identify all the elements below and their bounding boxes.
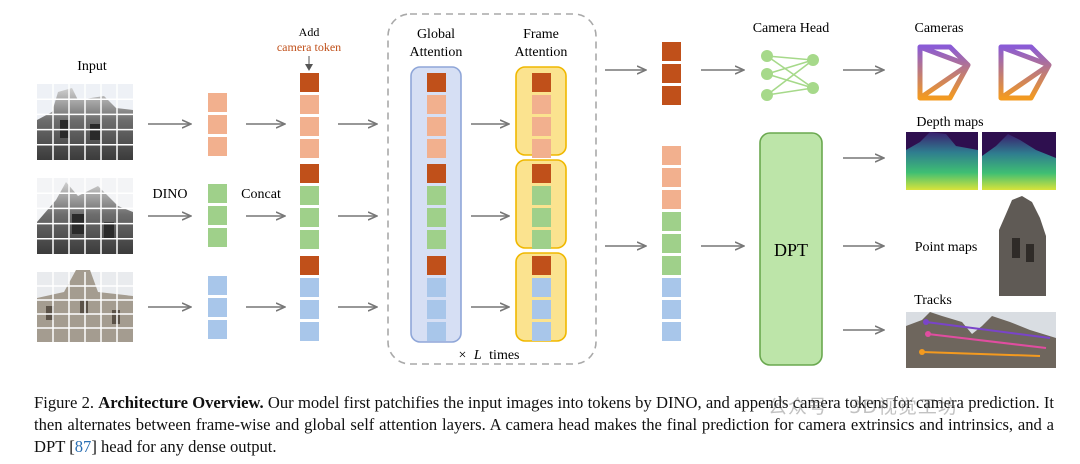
global-attention-token bbox=[427, 117, 446, 136]
concat-token bbox=[300, 95, 319, 114]
frame-attention-token bbox=[532, 117, 551, 136]
dpt-block bbox=[759, 132, 823, 366]
global-attention-token bbox=[427, 300, 446, 319]
patch-grid-lines bbox=[37, 84, 133, 342]
depth-map-1 bbox=[906, 132, 978, 190]
repeat-box bbox=[387, 13, 597, 365]
concat-token bbox=[300, 164, 319, 183]
dino-token bbox=[208, 115, 227, 134]
times-variable: L bbox=[473, 348, 482, 363]
dino-token bbox=[208, 276, 227, 295]
frame-attention-token bbox=[532, 300, 551, 319]
output-patch-token bbox=[662, 278, 681, 297]
output-patch-token bbox=[662, 234, 681, 253]
frame-attention-token bbox=[532, 73, 551, 92]
output-patch-token bbox=[662, 300, 681, 319]
frame-attention-token bbox=[532, 256, 551, 275]
output-patch-token bbox=[662, 322, 681, 341]
global-attention-title-1: Global bbox=[417, 27, 455, 42]
camera-head-label: Camera Head bbox=[753, 21, 830, 36]
camera-head-network bbox=[761, 50, 819, 101]
tracks-image bbox=[906, 312, 1056, 368]
point-map bbox=[999, 196, 1046, 296]
dino-token bbox=[208, 137, 227, 156]
repeat-count-label: × L times bbox=[458, 348, 519, 363]
depth-map-2 bbox=[982, 132, 1056, 190]
global-attention-token bbox=[427, 186, 446, 205]
output-camera-token bbox=[662, 42, 681, 61]
concat-token bbox=[300, 186, 319, 205]
global-attention-title-2: Attention bbox=[410, 45, 463, 60]
output-patch-token bbox=[662, 256, 681, 275]
camera-icon-2 bbox=[998, 44, 1052, 101]
dino-label: DINO bbox=[153, 187, 188, 202]
global-attention-token bbox=[427, 139, 446, 158]
dino-token bbox=[208, 228, 227, 247]
dino-token bbox=[208, 298, 227, 317]
concat-token bbox=[300, 278, 319, 297]
frame-attention-title-1: Frame bbox=[523, 27, 559, 42]
frame-attention-token bbox=[532, 230, 551, 249]
tracks-label: Tracks bbox=[914, 293, 952, 308]
frame-attention-token bbox=[532, 186, 551, 205]
frame-attention-token bbox=[532, 208, 551, 227]
watermark: 公众号 · 3D视觉工坊 bbox=[768, 396, 958, 418]
concat-token bbox=[300, 139, 319, 158]
global-attention-token bbox=[427, 95, 446, 114]
caption-line-3b: ] head for any dense output. bbox=[91, 437, 277, 456]
times-symbol: × bbox=[458, 348, 466, 363]
architecture-diagram: Input DINO Concat Add camera token Globa… bbox=[37, 13, 1056, 368]
caption-figure-number: Figure 2. bbox=[34, 393, 95, 412]
frame-attention-token bbox=[532, 164, 551, 183]
global-attention-token bbox=[427, 322, 446, 341]
concat-token bbox=[300, 322, 319, 341]
global-attention-token bbox=[427, 278, 446, 297]
caption-line-1: Our model first patchifies the input ima… bbox=[267, 393, 964, 412]
concat-token bbox=[300, 208, 319, 227]
output-patch-token bbox=[662, 190, 681, 209]
concat-label: Concat bbox=[241, 187, 281, 202]
input-label: Input bbox=[77, 59, 107, 74]
output-camera-token bbox=[662, 86, 681, 105]
concat-token bbox=[300, 73, 319, 92]
frame-attention-token bbox=[532, 278, 551, 297]
global-attention-token bbox=[427, 230, 446, 249]
frame-attention-token bbox=[532, 322, 551, 341]
camera-icon-1 bbox=[917, 44, 971, 101]
frame-attention-token bbox=[532, 139, 551, 158]
global-attention-token bbox=[427, 256, 446, 275]
concat-token bbox=[300, 300, 319, 319]
frame-attention-token bbox=[532, 95, 551, 114]
global-attention-token bbox=[427, 164, 446, 183]
cameras-label: Cameras bbox=[915, 21, 964, 36]
dino-token bbox=[208, 184, 227, 203]
flow-arrows bbox=[148, 70, 883, 330]
figure-caption: Figure 2. Architecture Overview. Our mod… bbox=[34, 392, 1054, 458]
dino-token bbox=[208, 93, 227, 112]
concat-token bbox=[300, 230, 319, 249]
caption-title: Architecture Overview. bbox=[98, 393, 264, 412]
frame-attention-title-2: Attention bbox=[515, 45, 568, 60]
dpt-label: DPT bbox=[774, 240, 808, 260]
output-camera-token bbox=[662, 64, 681, 83]
global-attention-token bbox=[427, 208, 446, 227]
concat-token bbox=[300, 256, 319, 275]
global-attention-token bbox=[427, 73, 446, 92]
dino-token bbox=[208, 320, 227, 339]
caption-line-2: prediction. It then alternates between f… bbox=[34, 393, 1054, 434]
token-columns bbox=[208, 42, 681, 341]
output-patch-token bbox=[662, 212, 681, 231]
caption-reference-link[interactable]: 87 bbox=[74, 437, 92, 456]
output-patch-token bbox=[662, 146, 681, 165]
depth-maps-label: Depth maps bbox=[916, 115, 983, 130]
add-label: Add bbox=[299, 25, 320, 39]
concat-token bbox=[300, 117, 319, 136]
point-maps-label: Point maps bbox=[915, 240, 978, 255]
camera-token-label: camera token bbox=[277, 40, 341, 54]
caption-line-3a: extrinsics and intrinsics, and a DPT [ bbox=[34, 415, 1054, 456]
times-word: times bbox=[489, 348, 519, 363]
output-patch-token bbox=[662, 168, 681, 187]
dino-token bbox=[208, 206, 227, 225]
